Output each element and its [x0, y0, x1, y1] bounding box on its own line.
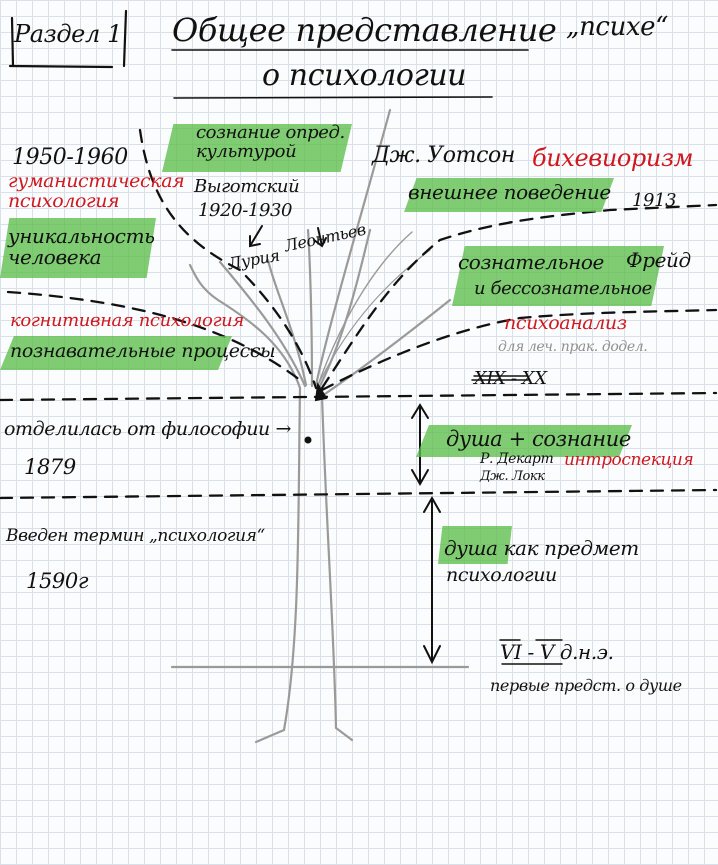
arrow-ancient-range — [423, 495, 441, 665]
highlight-consciousness-culture — [162, 124, 352, 172]
section-box-divider — [122, 9, 128, 68]
highlight-soul-consciousness — [416, 425, 632, 457]
section-box-lines — [8, 16, 114, 69]
soul-as-subject: душа как предмет — [444, 536, 639, 560]
branch-top — [306, 228, 314, 388]
highlight-conscious — [452, 246, 664, 306]
tree-knot-mark — [314, 382, 328, 402]
centuries-bce: VI - V д.н.э. — [500, 640, 614, 664]
tree-trunk-left — [254, 386, 302, 744]
divider-1879 — [0, 488, 718, 500]
behaviorism: бихевиоризм — [532, 144, 694, 172]
highlight-cognitive-processes — [0, 336, 232, 370]
divider-xix — [0, 391, 718, 402]
centuries-underline — [471, 375, 529, 381]
soul-as-subject-2: психологии — [446, 564, 557, 586]
divider-cognitive — [6, 290, 302, 382]
consciousness-by-culture: сознание опред. культурой — [196, 122, 345, 162]
year-1879: 1879 — [24, 455, 76, 479]
cognitive-processes: познавательные процессы — [10, 340, 276, 362]
ink-details — [249, 225, 563, 665]
branch-thin-2 — [317, 249, 431, 386]
treatment-note: для леч. прак. додел. — [498, 339, 648, 355]
external-behavior: внешнее поведение — [408, 180, 611, 204]
freud: Фрейд — [626, 248, 691, 272]
locke: Дж. Локк — [480, 469, 545, 484]
soul-plus-consciousness: душа + сознание — [446, 427, 631, 451]
first-ideas-of-soul: первые предст. о душе — [490, 676, 682, 695]
vygotsky: Выготский — [194, 176, 300, 197]
divider-psychoanalysis — [320, 308, 718, 392]
centuries-xix-xx: XIX - XX — [474, 368, 547, 389]
term-introduced: Введен термин „психология“ — [6, 526, 265, 546]
descartes: Р. Декарт — [480, 451, 554, 467]
human-uniqueness: уникальность человека — [8, 224, 155, 269]
separated-from-philosophy: отделилась от философии → — [4, 418, 292, 440]
branch-left-2 — [218, 260, 307, 388]
arrow-leontiev — [313, 227, 327, 248]
watson: Дж. Уотсон — [372, 143, 515, 168]
unconscious: и бессознательное — [474, 278, 652, 299]
arrow-xix-range — [411, 403, 429, 487]
branch-thin-1 — [317, 231, 413, 386]
divider-humanistic — [138, 128, 318, 390]
humanistic-years: 1950-1960 — [12, 145, 128, 170]
cognitive-psychology: когнитивная психология — [10, 310, 244, 331]
page-title-line2: о психологии — [262, 58, 467, 93]
conscious: сознательное — [458, 250, 604, 274]
branch-left — [188, 263, 302, 390]
psychoanalysis: психоанализ — [504, 312, 627, 334]
period-dividers — [0, 128, 718, 500]
branch-mid-left — [266, 258, 308, 387]
introspection: интроспекция — [564, 450, 694, 470]
tree-trunk-right — [320, 394, 354, 742]
divider-behaviorism — [320, 203, 718, 390]
highlight-external-behavior — [404, 178, 614, 212]
title-underline-2 — [173, 96, 493, 99]
vygotsky-years: 1920-1930 — [198, 200, 293, 221]
humanistic-psychology: гуманистическая психология — [8, 170, 185, 212]
highlight-soul-word — [438, 526, 512, 564]
branch-right — [320, 298, 452, 398]
psyche-term: „психе“ — [566, 12, 669, 42]
highlight-uniqueness — [0, 218, 156, 278]
section-label: Раздел 1 — [14, 20, 122, 48]
arrow-luria — [249, 225, 263, 248]
tree-drawing — [170, 108, 470, 744]
branch-right-2 — [318, 228, 372, 388]
year-1913: 1913 — [632, 190, 677, 211]
tree-dot-mark — [304, 436, 312, 444]
branch-top-right — [314, 108, 392, 387]
page-title: Общее представление — [172, 11, 557, 49]
year-1590: 1590г — [26, 569, 89, 593]
